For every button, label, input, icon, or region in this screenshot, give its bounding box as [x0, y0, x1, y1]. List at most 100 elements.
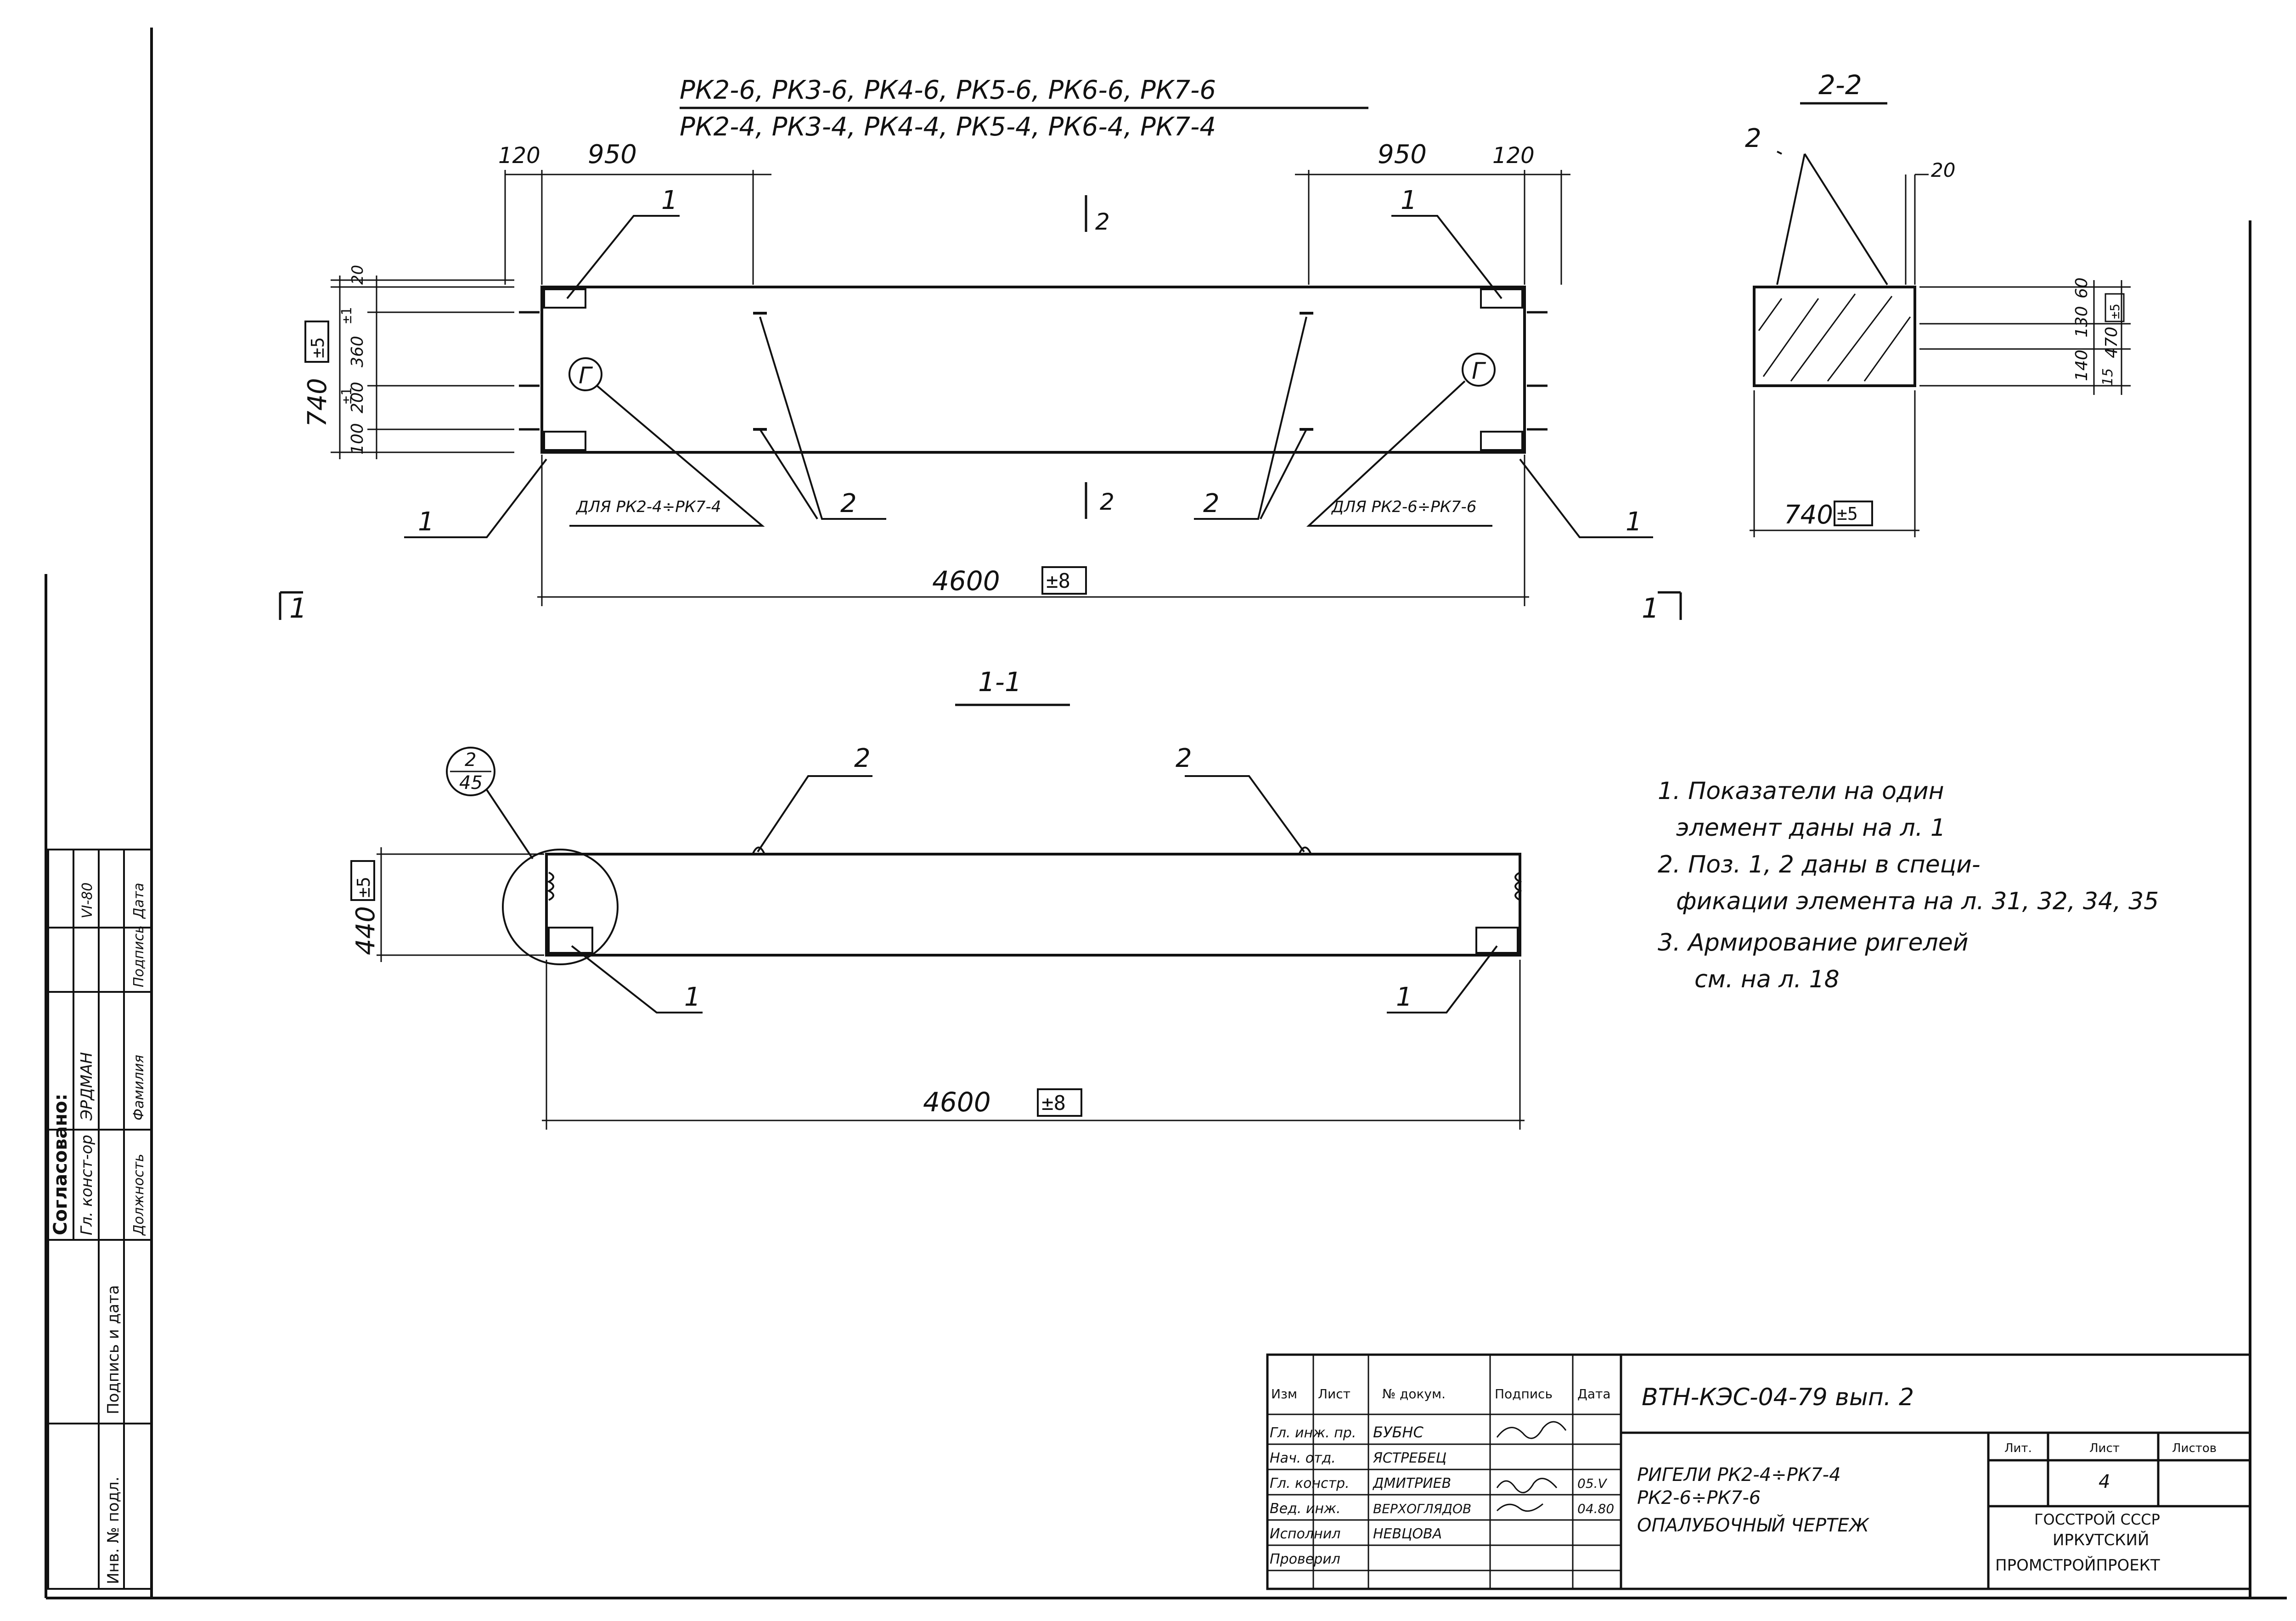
header-line-1: РК2-6, РК3-6, РК4-6, РК5-6, РК6-6, РК7-6 — [680, 75, 1216, 105]
dim-tol-1b: ±1 — [339, 388, 355, 404]
callout-1-bottom-right: 1 — [1626, 507, 1642, 537]
sign-date-label: Подпись и дата — [104, 1285, 123, 1414]
approval-date: VI-80 — [79, 883, 96, 918]
dim-left-120: 120 — [498, 143, 540, 169]
dim-total-tol: ±8 — [1046, 569, 1070, 593]
tb-title-line-3: ОПАЛУБОЧНЫЙ ЧЕРТЕЖ — [1637, 1514, 1870, 1536]
dim-height-tol: ±5 — [308, 337, 328, 358]
tb-role-3: Гл. констр. — [1270, 1475, 1350, 1492]
approval-role: Гл. конст-ор — [78, 1135, 96, 1235]
dim-tol-1a: ±1 — [339, 307, 355, 324]
section-mark-1-left: 1 — [289, 592, 307, 625]
approval-col-signature: Подпись — [131, 925, 147, 987]
tb-doc-code: ВТН-КЭС-04-79 вып. 2 — [1642, 1384, 1914, 1411]
tb-h-date: Дата — [1577, 1386, 1611, 1401]
callout-1-top-right: 1 — [1401, 186, 1417, 215]
dim-470: 470 — [2102, 326, 2121, 358]
approval-title: Согласовано: — [50, 1093, 71, 1235]
section-1-1-callout-1-left: 1 — [684, 982, 701, 1012]
dim-140: 140 — [2072, 349, 2091, 381]
dim-200: 200 — [348, 382, 367, 413]
section-mark-2-top: 2 — [1095, 208, 1110, 235]
tb-org-1: ГОССТРОЙ СССР — [2034, 1511, 2160, 1528]
section-1-1-callout-1-right: 1 — [1396, 982, 1412, 1012]
tb-org-2: ИРКУТСКИЙ — [2053, 1531, 2149, 1549]
tb-role-5: Исполнил — [1270, 1526, 1340, 1542]
tb-name-4: ВЕРХОГЛЯДОВ — [1373, 1501, 1471, 1516]
note-line-6: см. на л. 18 — [1694, 966, 1840, 993]
section-1-1-height-tol: ±5 — [354, 877, 374, 898]
dim-left-950: 950 — [588, 140, 637, 169]
approval-strip: Согласовано: Гл. конст-ор ЭРДМАН VI-80 Д… — [47, 849, 152, 1590]
tb-role-2: Нач. отд. — [1270, 1450, 1336, 1466]
note-line-5: 3. Армирование ригелей — [1658, 929, 1969, 957]
section-1-1-callout-2-left: 2 — [854, 743, 871, 773]
tb-date-3: 05.V — [1577, 1476, 1608, 1491]
section-1-1-total-tol: ±8 — [1041, 1092, 1066, 1115]
approval-name: ЭРДМАН — [78, 1052, 96, 1121]
signature-scribbles — [1496, 1421, 1567, 1512]
tb-title-line-2: РК2-6÷РК7-6 — [1637, 1487, 1761, 1508]
drawing-header: РК2-6, РК3-6, РК4-6, РК5-6, РК6-6, РК7-6… — [680, 75, 1368, 142]
section-2-2-dim-20: 20 — [1931, 159, 1955, 181]
section-2-2-width: 740 — [1784, 500, 1833, 530]
dim-right-120: 120 — [1492, 143, 1535, 169]
approval-col-surname: Фамилия — [131, 1055, 147, 1120]
section-2-2-width-tol: ±5 — [1837, 504, 1858, 524]
section-mark-1-right: 1 — [1642, 592, 1659, 625]
dim-total: 4600 — [932, 565, 1000, 597]
inv-no-label: Инв. № подл. — [104, 1476, 123, 1584]
section-2-2-outline — [1753, 286, 1916, 387]
detail-marker-top: 2 — [465, 749, 476, 771]
callout-1-bottom-left: 1 — [418, 507, 434, 537]
tb-role-4: Вед. инж. — [1270, 1501, 1341, 1517]
header-line-2: РК2-4, РК3-4, РК4-4, РК5-4, РК6-4, РК7-4 — [680, 112, 1216, 142]
note-line-3: 2. Поз. 1, 2 даны в специ- — [1658, 851, 1981, 878]
node-marker — [1462, 353, 1496, 387]
elevation-view: 120 950 950 120 1 1 1 1 2 2 Г Г — [279, 140, 1682, 625]
dim-right-950: 950 — [1378, 140, 1427, 169]
note-line-1: 1. Показатели на один — [1658, 777, 1944, 805]
dim-130: 130 — [2072, 306, 2091, 338]
embedded-plate — [548, 927, 593, 954]
dim-height: 740 — [303, 378, 332, 427]
dim-470-tol: ±5 — [2107, 304, 2122, 319]
section-mark-2-bottom: 2 — [1100, 489, 1114, 515]
callout-2-right: 2 — [1203, 489, 1220, 518]
tb-title-line-1: РИГЕЛИ РК2-4÷РК7-4 — [1637, 1464, 1841, 1486]
tb-h-sign: Подпись — [1495, 1386, 1553, 1401]
embedded-plate — [1475, 927, 1519, 954]
section-1-1: 1-1 2 45 2 2 1 1 440 — [350, 666, 1525, 1130]
beam-elevation-outline — [540, 286, 1526, 454]
tb-h-change: Изм — [1271, 1386, 1297, 1401]
tb-org-3: ПРОМСТРОЙПРОЕКТ — [1995, 1556, 2160, 1575]
section-1-1-callout-2-right: 2 — [1176, 743, 1192, 773]
tb-name-2: ЯСТРЕБЕЦ — [1373, 1450, 1446, 1466]
note-line-4: фикации элемента на л. 31, 32, 34, 35 — [1676, 888, 2159, 915]
section-1-1-total: 4600 — [923, 1086, 991, 1118]
detail-marker-bottom: 45 — [459, 772, 483, 794]
section-1-1-outline — [545, 853, 1521, 957]
node-marker — [568, 357, 602, 391]
tb-role-6: Проверил — [1270, 1551, 1340, 1567]
detail-circle — [502, 849, 619, 965]
tb-role-1: Гл. инж. пр. — [1270, 1425, 1356, 1441]
tb-sheet-no: 4 — [2099, 1471, 2110, 1492]
callout-2-left: 2 — [840, 489, 857, 518]
dim-100: 100 — [348, 423, 367, 455]
note-line-2: элемент даны на л. 1 — [1676, 814, 1946, 842]
detail-marker — [446, 747, 495, 796]
tb-h-sheet: Лист — [1318, 1386, 1351, 1401]
tb-date-4: 04.80 — [1577, 1501, 1614, 1516]
dim-20: 20 — [349, 265, 367, 285]
note-right: ДЛЯ РК2-6÷РК7-6 — [1331, 498, 1476, 516]
tb-h-doc-no: № докум. — [1382, 1386, 1446, 1401]
node-label-right: Г — [1472, 358, 1486, 384]
title-block: Изм Лист № докум. Подпись Дата Гл. инж. … — [1266, 1353, 2251, 1590]
tb-name-5: НЕВЦОВА — [1373, 1526, 1442, 1542]
dim-360: 360 — [348, 336, 367, 367]
node-label-left: Г — [579, 362, 593, 389]
embedded-plate — [1480, 431, 1523, 451]
tb-name-3: ДМИТРИЕВ — [1372, 1475, 1451, 1492]
